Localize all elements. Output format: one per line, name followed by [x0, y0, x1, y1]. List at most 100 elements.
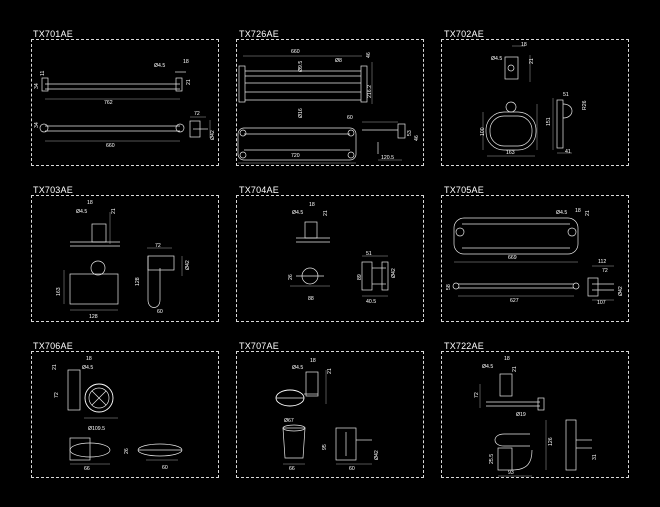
panel-frame-tx702ae	[441, 39, 629, 166]
dim-label: 128	[135, 277, 141, 286]
dim-label: 72	[54, 392, 60, 398]
dim-label: Ø19	[516, 412, 526, 418]
dim-label: 18	[504, 356, 510, 362]
dim-label: 60	[162, 465, 168, 471]
dim-label: Ø8	[335, 58, 342, 64]
dim-label: Ø67	[284, 418, 294, 424]
dim-label: R26	[582, 100, 588, 110]
panel-frame-tx707ae	[236, 351, 424, 478]
dim-label: 21	[186, 79, 192, 85]
dim-label: 21	[111, 208, 117, 214]
dim-label: 151	[546, 117, 552, 126]
dims-tx703ae: 18 Ø4.5 21 72 Ø42 163 128 128 60	[56, 200, 191, 320]
dim-label: 21	[323, 210, 329, 216]
dim-label: 120.5	[381, 155, 394, 161]
drawing-tx726ae	[237, 55, 406, 164]
drawing-tx702ae	[482, 45, 573, 157]
dim-label: 660	[291, 49, 300, 55]
panel-title-tx705ae: TX705AE	[444, 185, 484, 195]
dim-label: 46	[414, 135, 420, 141]
dim-label: Ø4.5	[154, 63, 165, 69]
panel-title-tx706ae: TX706AE	[33, 341, 73, 351]
panel-frame-tx726ae	[236, 39, 424, 166]
panel-title-tx704ae: TX704AE	[239, 185, 279, 195]
dim-label: Ø9.5	[298, 61, 304, 72]
dim-label: 100	[480, 127, 486, 136]
dim-label: 18	[575, 208, 581, 214]
panel-title-tx703ae: TX703AE	[33, 185, 73, 195]
dim-label: 720	[291, 153, 300, 159]
panel-frame-tx706ae	[31, 351, 219, 478]
dims-tx701ae: 11 34 18 Ø4.5 21 762 34 72 Ø42 660	[34, 59, 216, 149]
dim-label: Ø4.5	[292, 365, 303, 371]
dim-label: 51	[563, 92, 569, 98]
drawing-tx705ae	[452, 217, 614, 301]
panel-frame-tx703ae	[31, 195, 219, 322]
dim-label: 72	[155, 243, 161, 249]
dim-label: 31	[592, 454, 598, 460]
dim-label: Ø4.5	[491, 56, 502, 62]
dim-label: 72	[194, 111, 200, 117]
panel-title-tx702ae: TX702AE	[444, 29, 484, 39]
dim-label: 89	[357, 274, 363, 280]
dim-label: 762	[104, 100, 113, 106]
dim-label: 72	[602, 268, 608, 274]
dim-label: 41	[565, 149, 571, 155]
dim-label: Ø42	[185, 260, 191, 270]
dim-label: 88	[308, 296, 314, 302]
dim-label: 18	[310, 358, 316, 364]
dims-tx722ae: 18 Ø4.5 21 72 Ø19 126 25.5 93 31	[474, 356, 598, 476]
panel-title-tx722ae: TX722AE	[444, 341, 484, 351]
dim-label: 51	[366, 251, 372, 257]
dim-label: 163	[506, 150, 515, 156]
dim-label: 21	[585, 210, 591, 216]
dim-label: 21	[52, 364, 58, 370]
dim-label: 21	[529, 58, 535, 64]
panel-title-tx726ae: TX726AE	[239, 29, 279, 39]
dim-label: 46	[366, 52, 372, 58]
drawing-tx722ae	[479, 373, 592, 477]
dims-tx705ae: Ø4.5 18 21 669 112 72 58 627 107 Ø42	[446, 208, 624, 306]
panel-title-tx707ae: TX707AE	[239, 341, 279, 351]
drawing-tx703ae	[63, 212, 183, 311]
dim-label: 216.2	[367, 85, 373, 98]
dim-label: 18	[87, 200, 93, 206]
dim-label: Ø4.5	[76, 209, 87, 215]
dim-label: Ø42	[374, 450, 380, 460]
panel-frame-tx705ae	[441, 195, 629, 322]
dim-label: 66	[84, 466, 90, 472]
dim-label: Ø4.5	[292, 210, 303, 216]
dim-label: 25.5	[489, 454, 495, 464]
dim-label: 58	[446, 284, 452, 290]
dim-label: 53	[407, 130, 413, 136]
dim-label: 18	[183, 59, 189, 65]
dim-label: 21	[327, 368, 333, 374]
dim-label: 34	[34, 83, 40, 89]
dim-label: 18	[521, 42, 527, 48]
dim-label: 95	[322, 444, 328, 450]
drawing-tx704ae	[290, 221, 389, 297]
dim-label: 60	[349, 466, 355, 472]
dim-label: 126	[548, 437, 554, 446]
dim-label: 60	[347, 115, 353, 121]
dim-label: 93	[508, 470, 514, 476]
dim-label: 107	[597, 300, 606, 306]
dim-label: 40.5	[366, 299, 376, 305]
dim-label: Ø4.5	[556, 210, 567, 216]
drawing-tx706ae	[67, 369, 183, 465]
dim-label: 26	[288, 274, 294, 280]
dim-label: Ø42	[391, 268, 397, 278]
panel-frame-tx704ae	[236, 195, 424, 322]
dim-label: 163	[56, 287, 62, 296]
dims-tx706ae: 18 Ø4.5 21 72 Ø109.5 26 66 60	[52, 356, 168, 472]
dim-label: 627	[510, 298, 519, 304]
dim-label: 21	[512, 366, 518, 372]
dim-label: Ø42	[618, 286, 624, 296]
panel-frame-tx701ae	[31, 39, 219, 166]
dim-label: Ø42	[210, 130, 216, 140]
dim-label: 660	[106, 143, 115, 149]
dim-label: 66	[289, 466, 295, 472]
dim-label: Ø4.5	[82, 365, 93, 371]
drawing-tx707ae	[275, 370, 372, 465]
